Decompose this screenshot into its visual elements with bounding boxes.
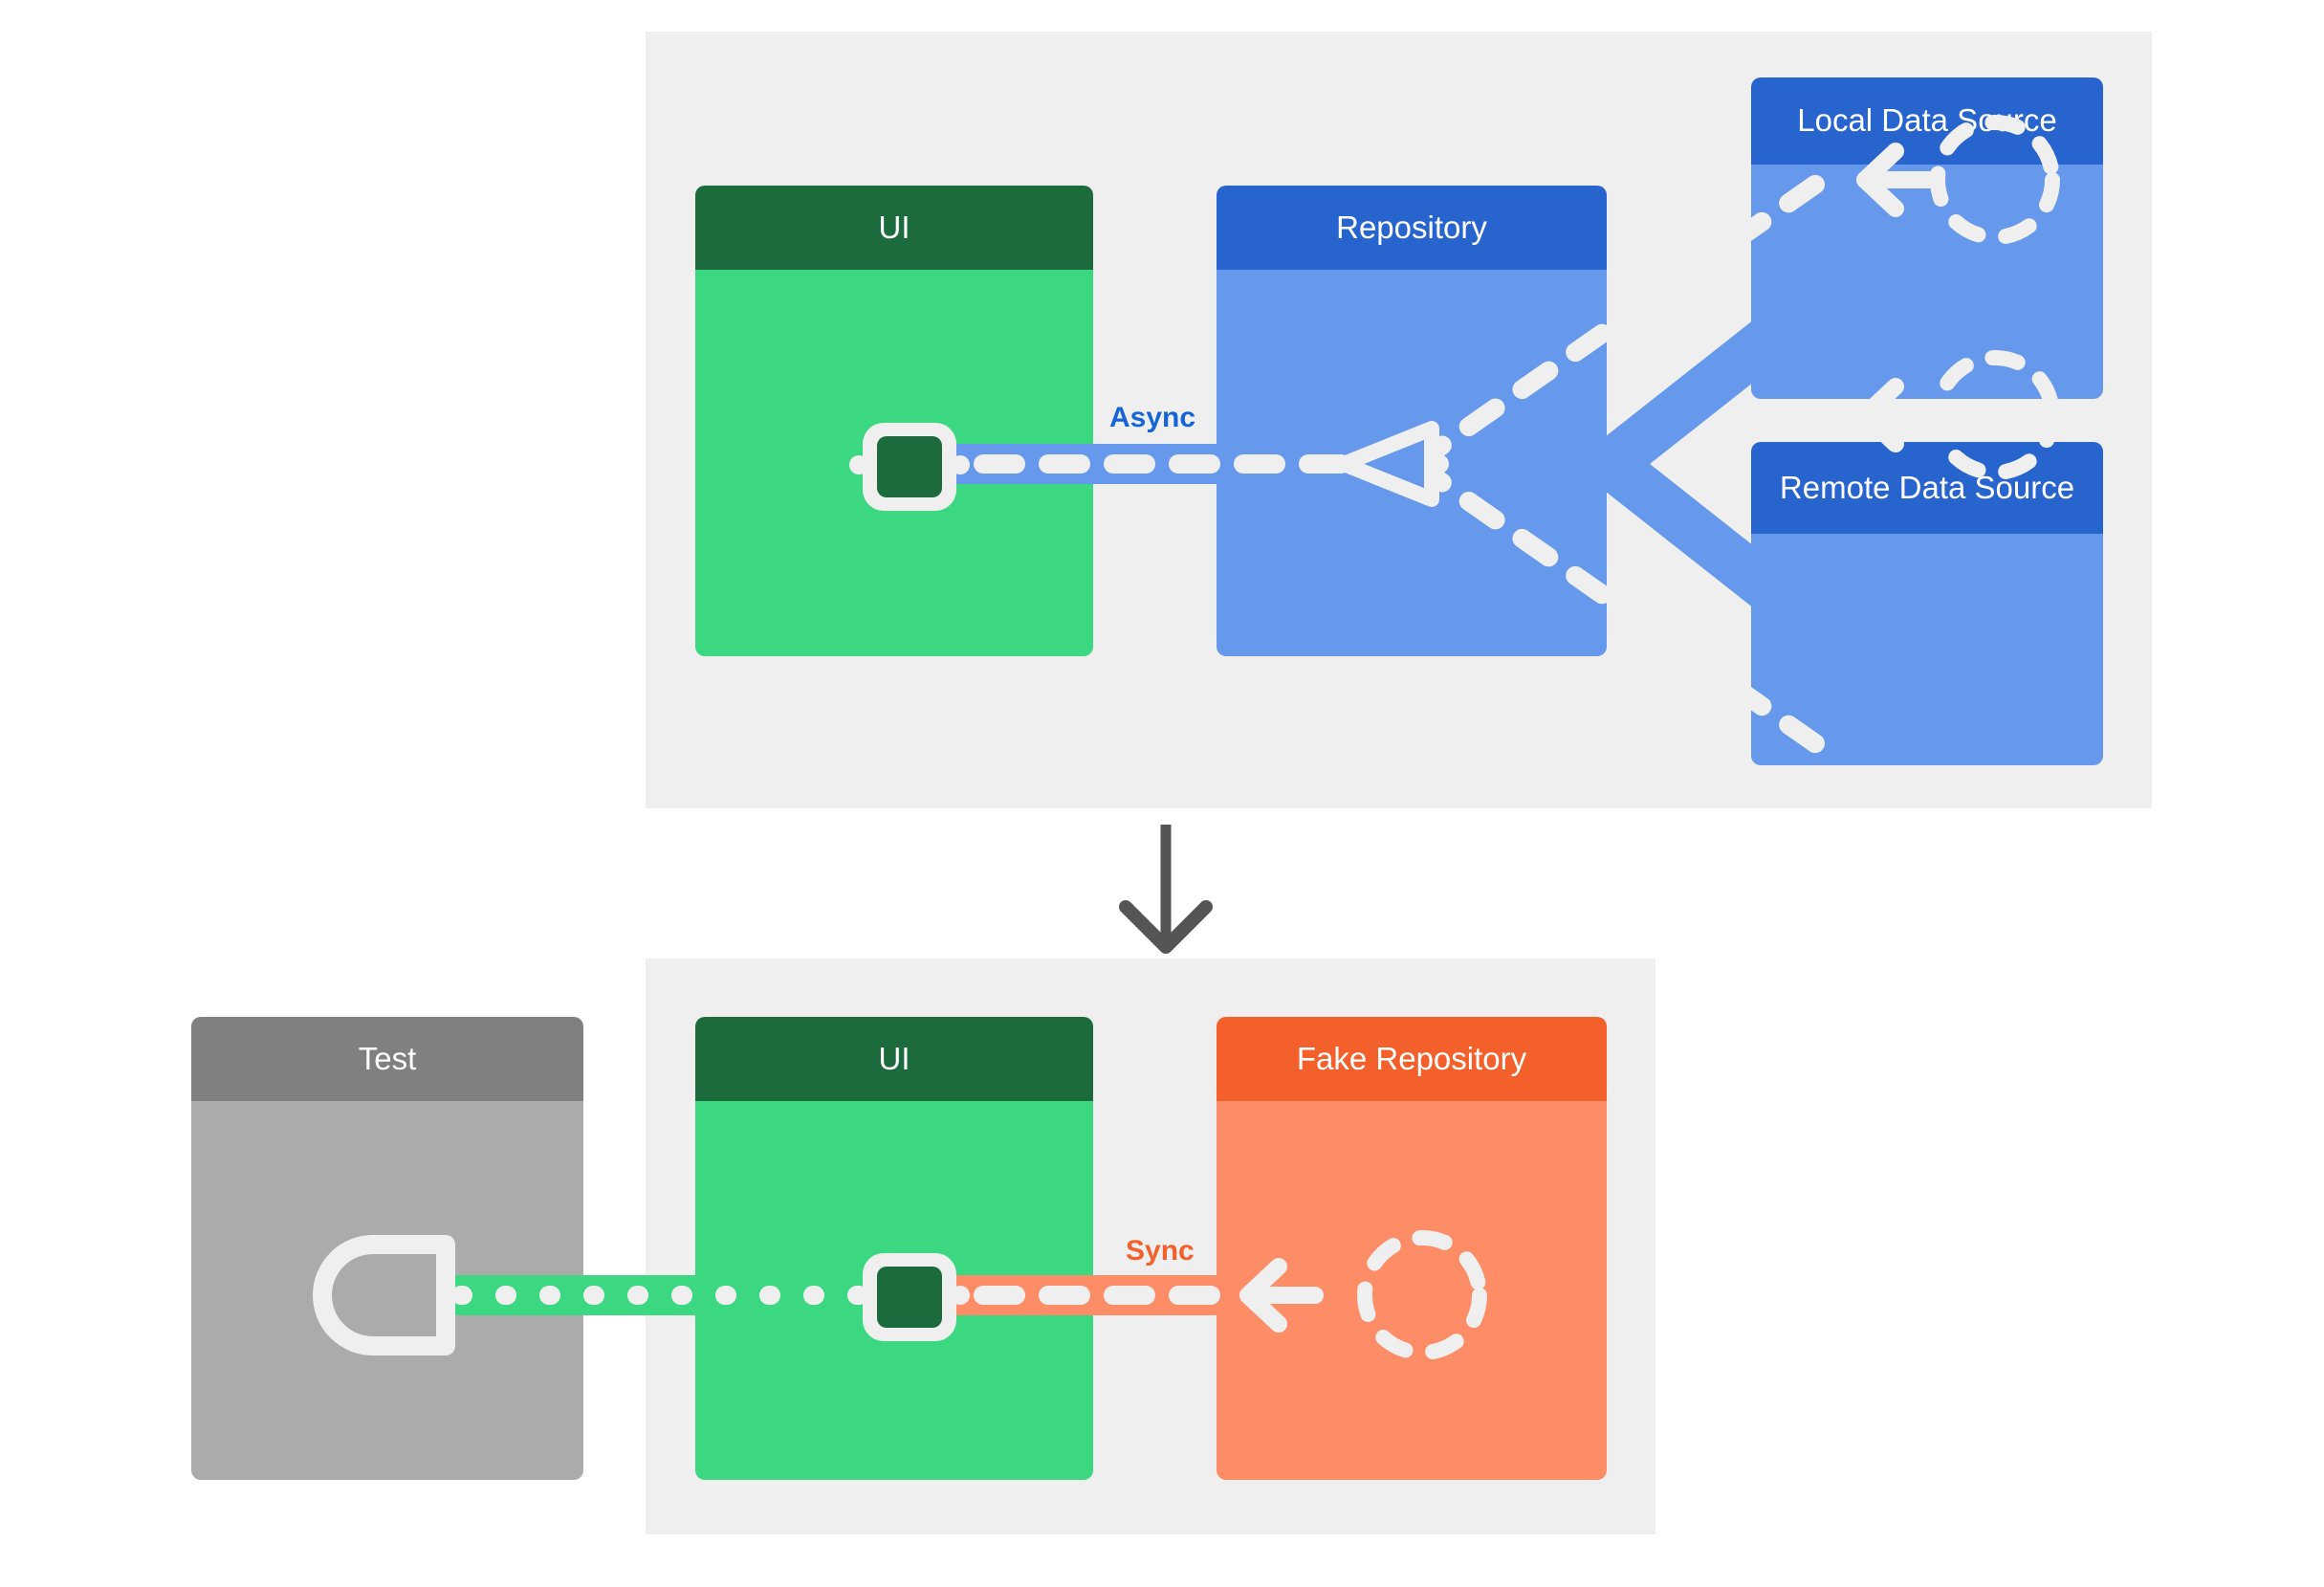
down-arrow-icon: [1119, 825, 1213, 954]
ui-card-title-sync: UI: [695, 1017, 1093, 1101]
ui-card-title-async: UI: [695, 186, 1093, 270]
ui-card-body-async: [695, 270, 1093, 656]
repository-card-body: [1217, 270, 1607, 656]
remote-data-source-card[interactable]: Remote Data Source: [1751, 442, 2103, 765]
local-data-source-card[interactable]: Local Data Source: [1751, 77, 2103, 399]
fake-repository-card-body: [1217, 1101, 1607, 1480]
repository-card[interactable]: Repository: [1217, 186, 1607, 656]
local-data-source-title: Local Data Source: [1751, 77, 2103, 165]
async-edge-label: Async: [1109, 402, 1196, 433]
fake-repository-card-title: Fake Repository: [1217, 1017, 1607, 1101]
fake-repository-card[interactable]: Fake Repository: [1217, 1017, 1607, 1480]
test-card-title: Test: [191, 1017, 583, 1101]
test-card-body: [191, 1101, 583, 1480]
sync-edge-label: Sync: [1126, 1235, 1195, 1267]
local-data-source-body: [1751, 165, 2103, 399]
ui-component-card-sync[interactable]: UI: [695, 1017, 1093, 1480]
remote-data-source-body: [1751, 534, 2103, 765]
ui-component-card-async[interactable]: UI: [695, 186, 1093, 656]
remote-data-source-title: Remote Data Source: [1751, 442, 2103, 534]
ui-card-body-sync: [695, 1101, 1093, 1480]
test-card[interactable]: Test: [191, 1017, 583, 1480]
repository-card-title: Repository: [1217, 186, 1607, 270]
